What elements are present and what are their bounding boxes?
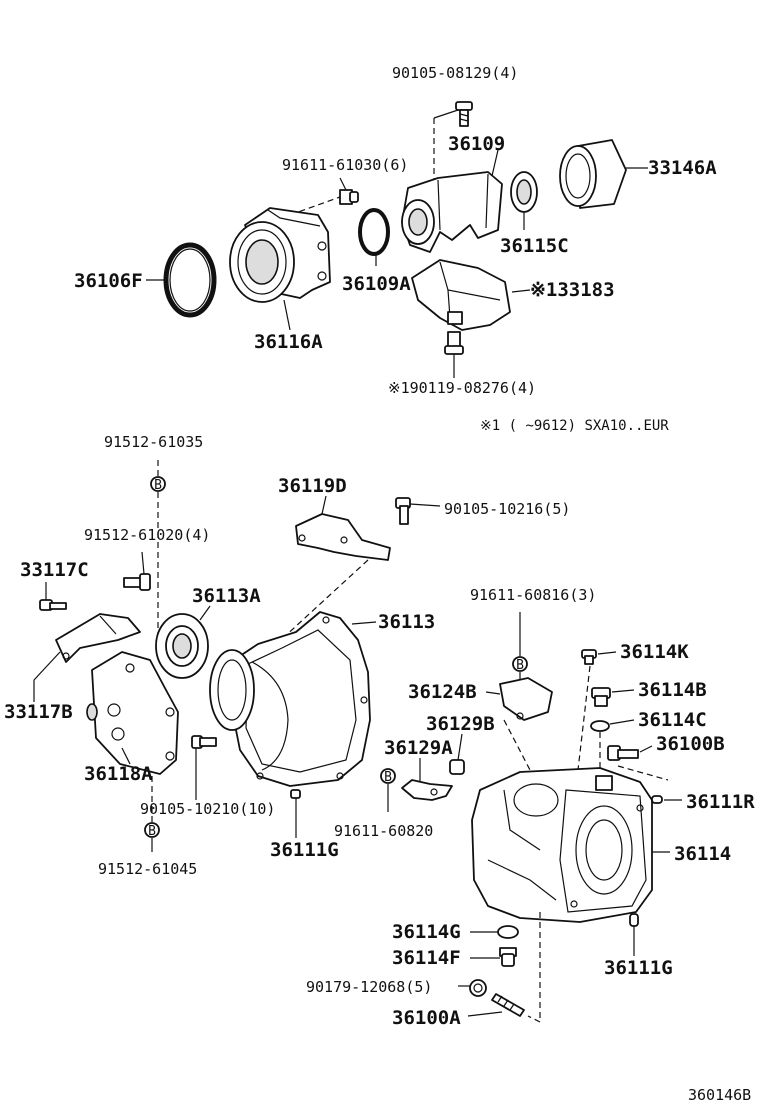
label-90179-12068: 90179-12068(5) bbox=[306, 978, 432, 996]
label-33183: ※133183 bbox=[530, 279, 615, 301]
pin-36111R-icon[interactable] bbox=[651, 795, 663, 804]
nut-36129B-icon[interactable] bbox=[449, 759, 465, 775]
b-marker-91611-60816: B bbox=[512, 656, 528, 673]
pin-36111G-right-icon[interactable] bbox=[629, 913, 639, 927]
label-91611-61030: 91611-61030(6) bbox=[282, 156, 408, 174]
bracket-33117B-icon[interactable] bbox=[55, 613, 141, 663]
footnote: ※1 ( ~9612) SXA10..EUR bbox=[480, 418, 669, 434]
label-36109: 36109 bbox=[448, 133, 505, 155]
washer-36114G-icon[interactable] bbox=[497, 925, 519, 939]
label-36100A: 36100A bbox=[392, 1007, 461, 1029]
label-36111G-left: 36111G bbox=[270, 839, 339, 861]
label-33146A: 33146A bbox=[648, 157, 717, 179]
plate-36119D-icon[interactable] bbox=[295, 513, 391, 561]
label-90105-10216: 90105-10216(5) bbox=[444, 500, 570, 518]
label-36109A: 36109A bbox=[342, 273, 411, 295]
cover-36124B-icon[interactable] bbox=[499, 677, 553, 721]
label-91512-61035: 91512-61035 bbox=[104, 433, 203, 451]
nut-90179-12068-icon[interactable] bbox=[469, 979, 487, 997]
label-33117B: 33117B bbox=[4, 701, 73, 723]
b-marker-91512-61045: B bbox=[144, 822, 160, 839]
label-36111R: 36111R bbox=[686, 791, 755, 813]
bolt-33117C-icon[interactable] bbox=[39, 599, 67, 611]
label-91512-61020: 91512-61020(4) bbox=[84, 526, 210, 544]
label-36100B: 36100B bbox=[656, 733, 725, 755]
bolt-36100B-icon[interactable] bbox=[607, 745, 639, 761]
o-ring-36106F-icon[interactable] bbox=[163, 242, 217, 318]
o-ring-36109A-icon[interactable] bbox=[358, 208, 390, 256]
transaxle-case-36114-icon[interactable] bbox=[471, 767, 653, 923]
label-91611-60820: 91611-60820 bbox=[334, 822, 433, 840]
label-90105-10210: 90105-10210(10) bbox=[140, 800, 275, 818]
plug-36114K-icon[interactable] bbox=[581, 649, 597, 665]
label-90119-08276: ※190119-08276(4) bbox=[388, 379, 536, 397]
label-36111G-right: 36111G bbox=[604, 957, 673, 979]
label-33117C: 33117C bbox=[20, 559, 89, 581]
label-36114: 36114 bbox=[674, 843, 731, 865]
transaxle-housing-36113-icon[interactable] bbox=[209, 611, 371, 787]
label-36119D: 36119D bbox=[278, 475, 347, 497]
label-36113: 36113 bbox=[378, 611, 435, 633]
label-36129B: 36129B bbox=[426, 713, 495, 735]
diagram-id: 360146B bbox=[688, 1086, 751, 1104]
oil-seal-36115C-icon[interactable] bbox=[510, 171, 538, 213]
bolt-90105-08129-icon[interactable] bbox=[455, 101, 473, 127]
plug-36114B-icon[interactable] bbox=[591, 687, 611, 707]
label-36114C: 36114C bbox=[638, 709, 707, 731]
b-marker-91512-61035: B bbox=[150, 476, 166, 493]
label-36113A: 36113A bbox=[192, 585, 261, 607]
clip-36129A-icon[interactable] bbox=[401, 779, 453, 801]
label-36106F: 36106F bbox=[74, 270, 143, 292]
bracket-36118A-icon[interactable] bbox=[86, 651, 179, 775]
label-36114B: 36114B bbox=[638, 679, 707, 701]
bracket-36109-icon[interactable] bbox=[401, 171, 503, 253]
housing-36116A-icon[interactable] bbox=[229, 207, 331, 303]
label-90105-08129: 90105-08129(4) bbox=[392, 64, 518, 82]
washer-36114C-icon[interactable] bbox=[590, 720, 610, 732]
label-91611-60816: 91611-60816(3) bbox=[470, 586, 596, 604]
label-36114K: 36114K bbox=[620, 641, 689, 663]
bolt-90119-08276-icon[interactable] bbox=[444, 331, 464, 355]
bolt-90105-10216-icon[interactable] bbox=[395, 497, 411, 525]
label-36116A: 36116A bbox=[254, 331, 323, 353]
label-36129A: 36129A bbox=[384, 737, 453, 759]
svg-text:B: B bbox=[384, 770, 392, 785]
label-36115C: 36115C bbox=[500, 235, 569, 257]
label-36114G: 36114G bbox=[392, 921, 461, 943]
bolt-91512-61020-icon[interactable] bbox=[123, 573, 151, 591]
svg-text:B: B bbox=[154, 478, 162, 493]
bolt-91611-61030-icon[interactable] bbox=[339, 189, 359, 205]
b-marker-91611-60820: B bbox=[380, 768, 396, 785]
label-36124B: 36124B bbox=[408, 681, 477, 703]
plug-36114F-icon[interactable] bbox=[499, 947, 517, 967]
bolt-90105-10210-icon[interactable] bbox=[191, 735, 217, 749]
sleeve-33146A-icon[interactable] bbox=[559, 139, 627, 209]
svg-text:B: B bbox=[148, 824, 156, 839]
label-91512-61045: 91512-61045 bbox=[98, 860, 197, 878]
pin-36111G-left-icon[interactable] bbox=[290, 789, 301, 799]
label-36114F: 36114F bbox=[392, 947, 461, 969]
label-36118A: 36118A bbox=[84, 763, 153, 785]
stud-bolt-36100A-icon[interactable] bbox=[491, 993, 525, 1017]
bearing-36113A-icon[interactable] bbox=[155, 613, 209, 679]
svg-text:B: B bbox=[516, 658, 524, 673]
mount-33183-icon[interactable] bbox=[411, 259, 511, 331]
